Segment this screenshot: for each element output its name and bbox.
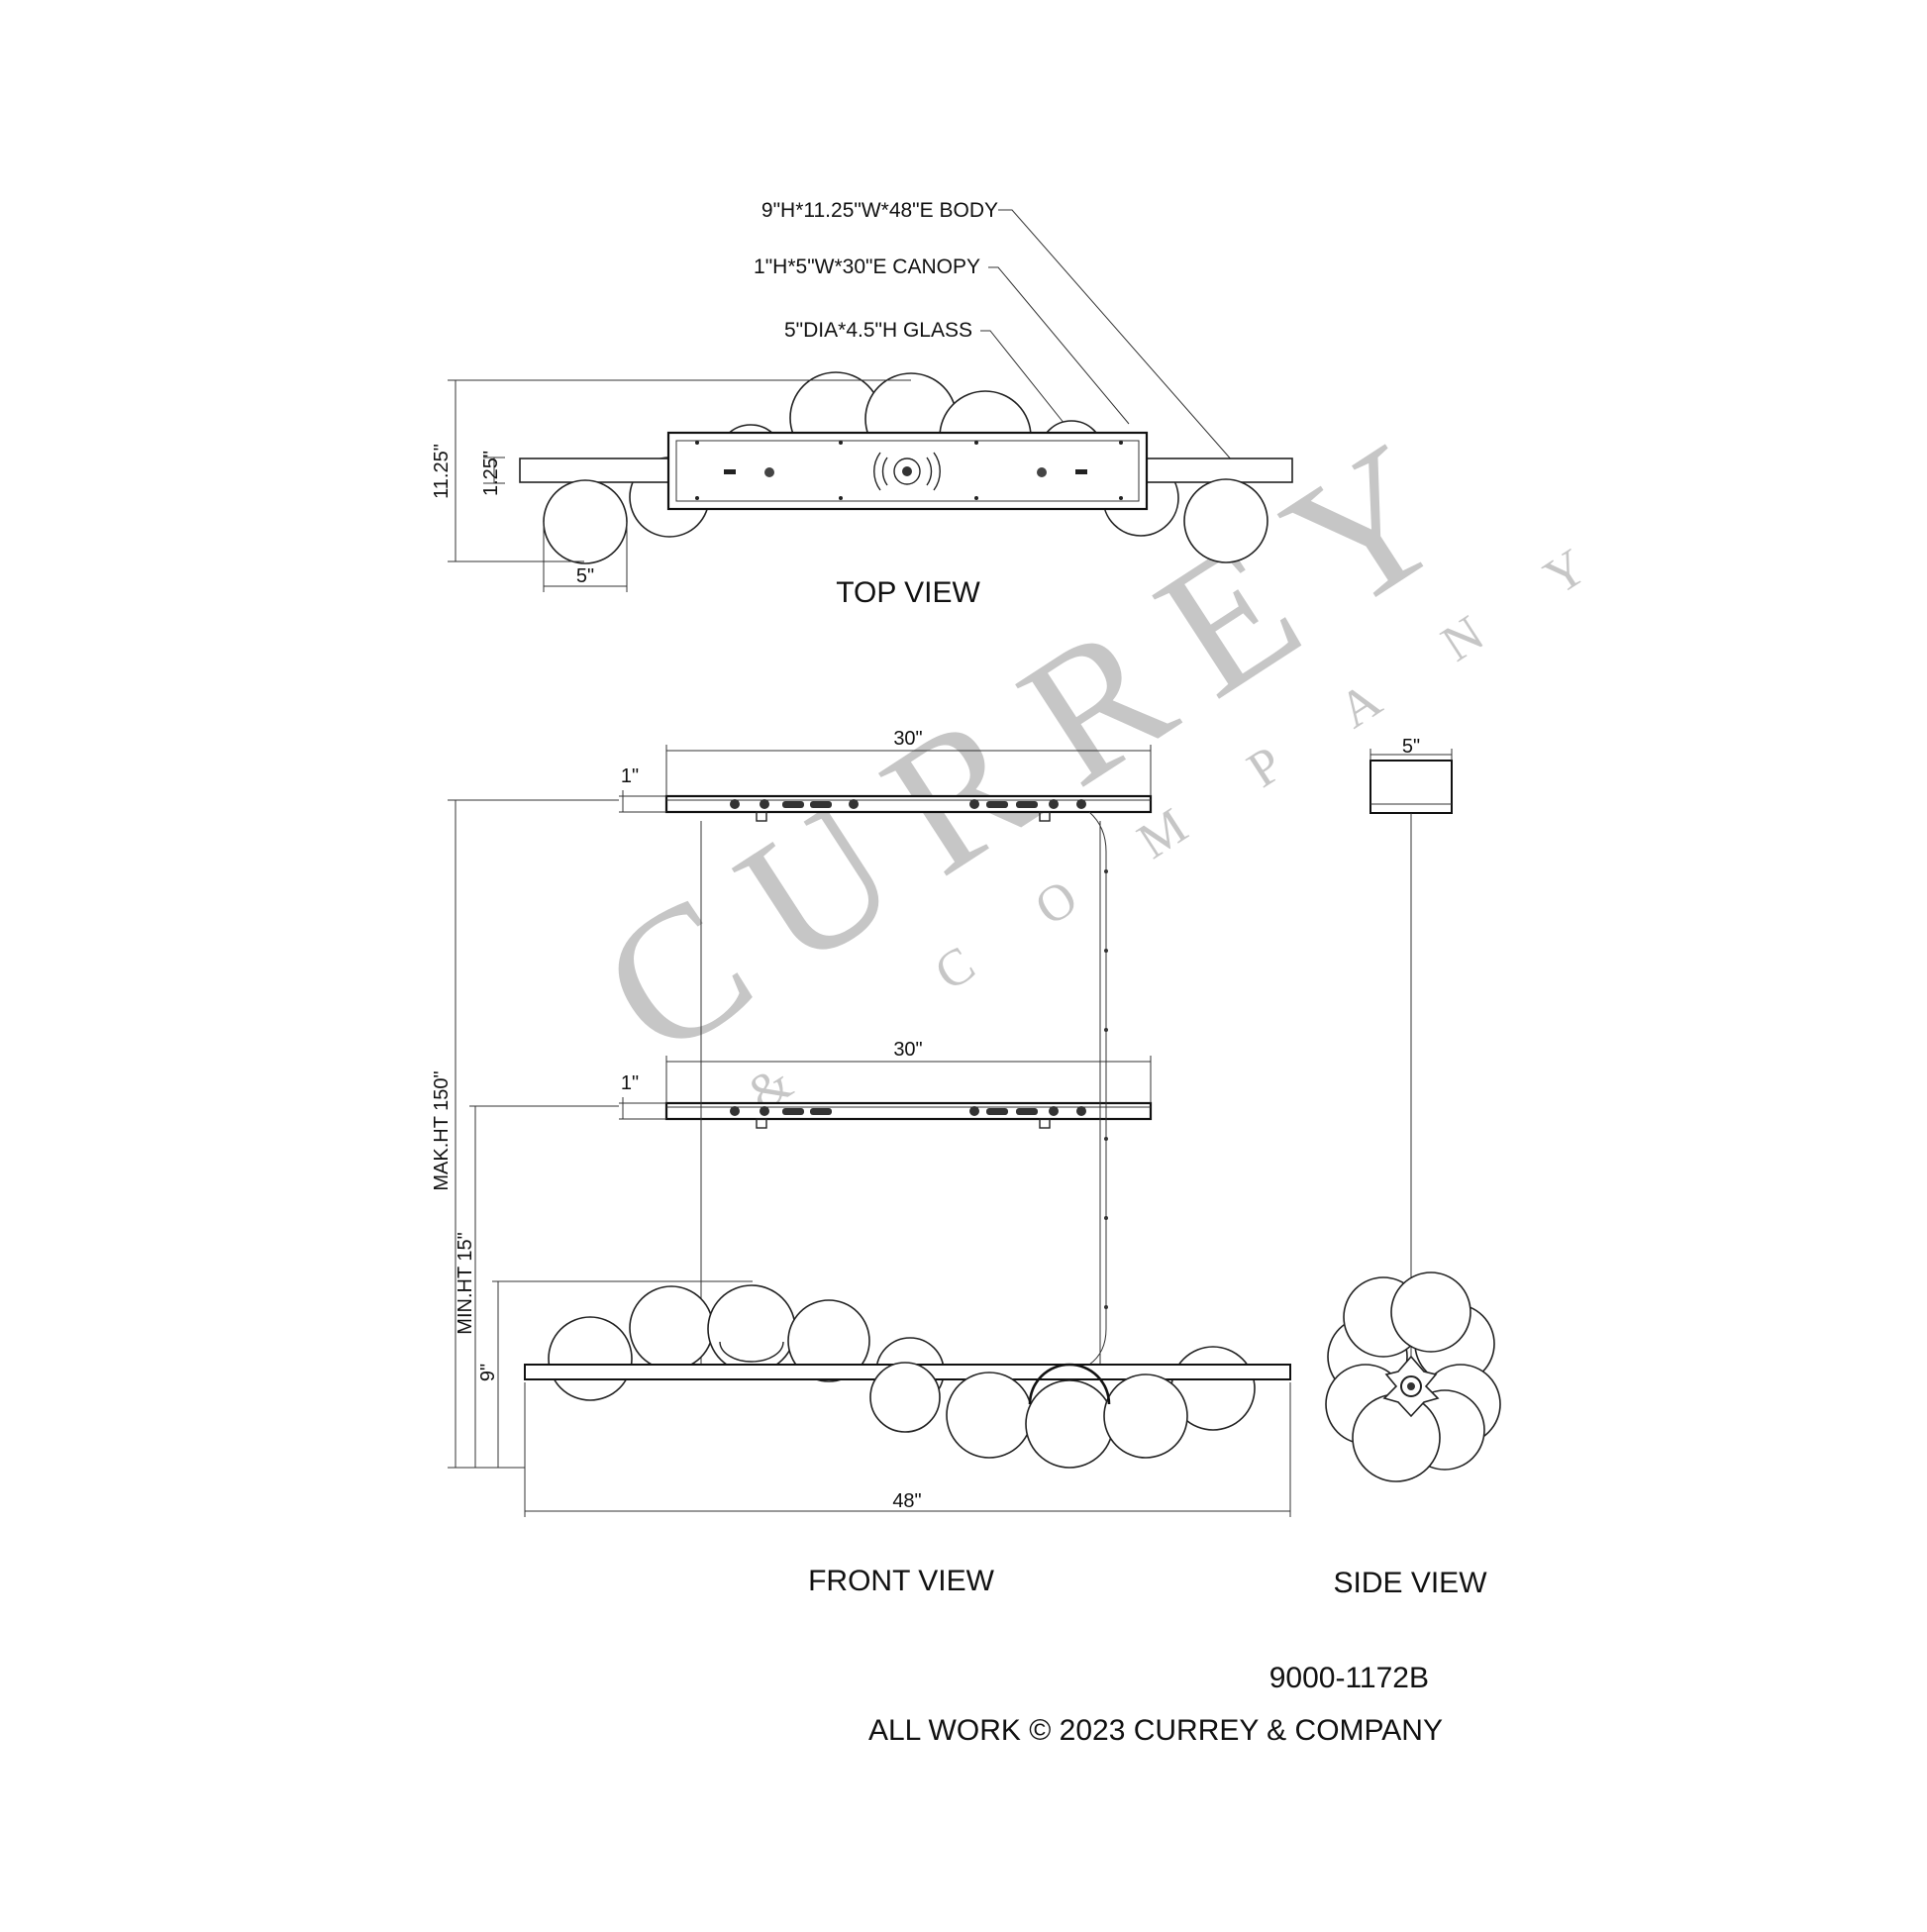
front-globe <box>946 1372 1033 1459</box>
dim-canopy-width-low: 30" <box>893 1039 922 1061</box>
dim-min-height: MIN.HT 15" <box>455 1232 476 1334</box>
leader-canopy <box>988 266 1130 425</box>
part-number: 9000-1172B <box>1269 1662 1429 1694</box>
dim-top-globe: 5" <box>576 565 594 587</box>
leader-glass <box>980 330 1065 425</box>
leader-body <box>998 209 1234 462</box>
top-globe <box>543 479 628 564</box>
dim-max-height: MAK.HT 150" <box>431 1070 453 1190</box>
front-globe <box>1103 1373 1188 1459</box>
side-view-title: SIDE VIEW <box>1333 1567 1487 1599</box>
top-globe <box>1183 478 1268 563</box>
front-globe-shadow <box>1028 1363 1111 1405</box>
side-globe-cluster <box>1325 1271 1501 1482</box>
front-canopy-min <box>664 1101 1153 1129</box>
dim-canopy-height-top: 1" <box>621 765 639 787</box>
callout-canopy: 1"H*5"W*30"E CANOPY <box>754 255 980 278</box>
front-cables <box>700 811 1108 1366</box>
callout-body: 9"H*11.25"W*48"E BODY <box>761 199 998 222</box>
dim-top-bar: 1.25" <box>480 451 502 496</box>
front-canopy-max <box>664 794 1153 822</box>
front-dimensions: 30" 30" 1" 1" MAK.HT 150" MIN.HT 15" <box>431 728 1291 1517</box>
front-view-title: FRONT VIEW <box>808 1565 994 1597</box>
front-globe <box>787 1299 870 1382</box>
dim-canopy-height-low: 1" <box>621 1072 639 1094</box>
top-dimensions: 11.25" 1.25" 5" <box>431 379 911 592</box>
side-view: 5" SIDE VIEW <box>1325 736 1501 1599</box>
top-view: 11.25" 1.25" 5" TOP VIEW <box>431 371 1293 609</box>
callouts: 9"H*11.25"W*48"E BODY 1"H*5"W*30"E CANOP… <box>754 199 1234 462</box>
callout-glass: 5"DIA*4.5"H GLASS <box>784 319 972 342</box>
front-view: 30" 30" 1" 1" MAK.HT 150" MIN.HT 15" <box>431 728 1291 1597</box>
front-globe <box>869 1362 941 1433</box>
front-globe <box>1025 1379 1114 1469</box>
top-canopy-inner <box>675 440 1140 502</box>
dim-side-canopy: 5" <box>1402 736 1420 758</box>
dim-body-height: 9" <box>477 1364 499 1381</box>
top-view-title: TOP VIEW <box>836 576 980 609</box>
footer: 9000-1172B ALL WORK © 2023 CURREY & COMP… <box>868 1662 1443 1747</box>
dim-top-overall: 11.25" <box>431 444 453 499</box>
copyright: ALL WORK © 2023 CURREY & COMPANY <box>868 1714 1443 1747</box>
dim-body-width: 48" <box>892 1490 921 1512</box>
front-globe <box>548 1316 633 1401</box>
side-canopy <box>1369 760 1453 814</box>
top-canopy-fittings <box>695 441 1123 500</box>
dim-canopy-width-top: 30" <box>893 728 922 750</box>
front-globe-shadow <box>719 1341 784 1363</box>
front-globe <box>629 1285 714 1371</box>
front-globe <box>707 1284 796 1373</box>
